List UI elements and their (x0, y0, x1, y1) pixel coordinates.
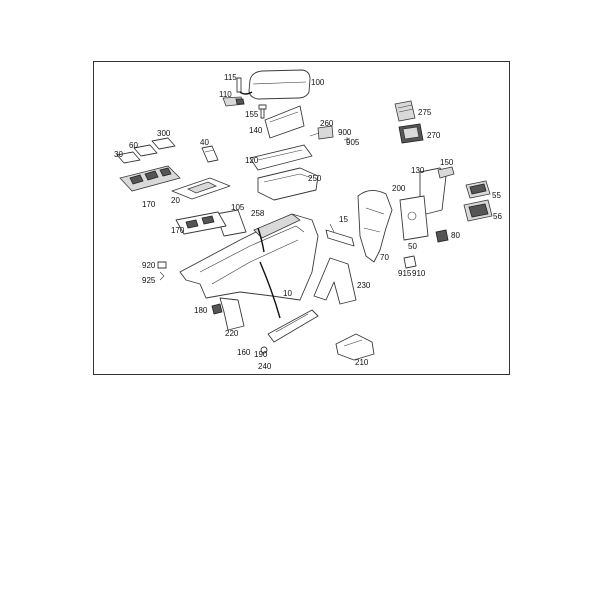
holder-part[interactable] (201, 145, 219, 163)
fastener-part[interactable] (157, 261, 167, 281)
callout-50: 50 (408, 242, 417, 251)
callout-260: 260 (320, 119, 334, 128)
clip-part[interactable] (343, 137, 351, 144)
switch-part-15[interactable] (325, 223, 355, 247)
screw-part-190[interactable] (260, 346, 268, 354)
switch-block-part[interactable] (175, 211, 227, 235)
leader-line (257, 227, 265, 253)
callout-110: 110 (219, 90, 232, 99)
callout-115: 115 (224, 73, 237, 82)
callout-275: 275 (418, 108, 432, 117)
callout-160: 160 (237, 348, 251, 357)
switch-part-56[interactable] (463, 199, 493, 222)
callout-190: 190 (254, 350, 268, 359)
rail-part[interactable] (267, 309, 319, 343)
callout-170-upper: 170 (142, 200, 156, 209)
trim-part[interactable] (215, 209, 247, 237)
connector-part[interactable] (435, 229, 449, 243)
callout-100: 100 (311, 78, 325, 87)
callout-130: 130 (411, 166, 425, 175)
callout-56: 56 (493, 212, 502, 221)
callout-155: 155 (245, 110, 259, 119)
mat-part-60[interactable] (133, 144, 158, 157)
callout-250: 250 (308, 174, 322, 183)
screw-part[interactable] (258, 104, 267, 119)
callout-30: 30 (114, 150, 123, 159)
callout-258: 258 (251, 209, 265, 218)
callout-240: 240 (258, 362, 272, 371)
switch-panel-part[interactable] (119, 165, 181, 192)
control-unit-part[interactable] (399, 195, 429, 241)
callout-140: 140 (249, 126, 263, 135)
support-frame-part[interactable] (313, 257, 357, 305)
callout-70: 70 (380, 253, 389, 262)
mat-part-300[interactable] (151, 137, 176, 150)
switch-part-55[interactable] (465, 180, 491, 199)
callout-210: 210 (355, 358, 369, 367)
callout-15: 15 (339, 215, 348, 224)
mount-part[interactable] (335, 333, 375, 361)
cupholder-insert-part[interactable] (394, 100, 416, 122)
cupholder-part[interactable] (398, 123, 424, 144)
callout-300: 300 (157, 129, 171, 138)
callout-150: 150 (440, 158, 454, 167)
callout-920: 920 (142, 261, 156, 270)
callout-900: 900 (338, 128, 352, 137)
callout-60: 60 (129, 141, 138, 150)
callout-55: 55 (492, 191, 501, 200)
storage-box-part[interactable] (257, 167, 319, 201)
clip-part-910[interactable] (403, 255, 417, 269)
hinge-bracket-part[interactable] (222, 96, 245, 107)
callout-10: 10 (283, 289, 292, 298)
center-console-part[interactable] (179, 213, 319, 301)
tray-part[interactable] (264, 105, 305, 139)
callout-910: 910 (412, 269, 426, 278)
bracket-part[interactable] (419, 166, 455, 215)
callout-40: 40 (200, 138, 209, 147)
clip-part-180[interactable] (211, 303, 223, 315)
callout-120: 120 (245, 156, 259, 165)
bolt-part[interactable] (236, 77, 253, 95)
bracket-part-220[interactable] (219, 297, 245, 331)
side-panel-part[interactable] (357, 190, 393, 263)
leader-line-long (259, 261, 281, 319)
callout-230: 230 (357, 281, 371, 290)
callout-170-lower: 170 (171, 226, 185, 235)
callout-905: 905 (346, 138, 360, 147)
callout-220: 220 (225, 329, 239, 338)
callout-915: 915 (398, 269, 412, 278)
callout-925: 925 (142, 276, 156, 285)
callout-200: 200 (392, 184, 406, 193)
callout-180: 180 (194, 306, 208, 315)
callout-20: 20 (171, 196, 180, 205)
switch-part[interactable] (309, 125, 334, 140)
mat-part-30[interactable] (116, 151, 141, 164)
callout-105: 105 (231, 203, 245, 212)
armrest-lid-part[interactable] (248, 69, 311, 100)
cover-part[interactable] (171, 177, 231, 200)
callout-80: 80 (451, 231, 460, 240)
lid-tray-part[interactable] (249, 144, 313, 171)
callout-270: 270 (427, 131, 441, 140)
